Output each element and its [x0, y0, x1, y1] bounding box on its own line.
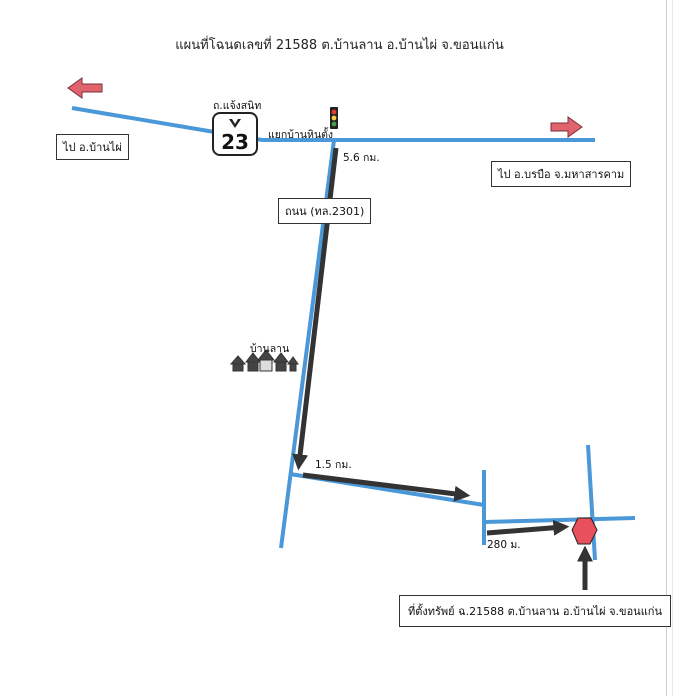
to-ban-phai-label: ไป อ.บ้านไผ่ — [56, 134, 129, 160]
highway-shield-icon: 23 — [212, 112, 258, 156]
direction-arrow-right — [550, 116, 583, 138]
emblem-icon — [229, 119, 241, 128]
junction-label: แยกบ้านหินตั้ง — [268, 129, 334, 141]
traffic-light-icon — [330, 107, 338, 129]
to-mahasarakham-label: ไป อ.บรบือ จ.มหาสารคาม — [491, 161, 632, 187]
distance-5-6-label: 5.6 กม. — [343, 152, 380, 164]
highway-number: 23 — [221, 130, 249, 154]
direction-arrow-left — [67, 77, 103, 99]
crossroad-b — [586, 444, 597, 561]
page-edge-line — [666, 0, 667, 696]
road-2301-label: ถนน (ทล.2301) — [278, 198, 372, 224]
route-arrow-2301 — [292, 147, 339, 471]
distance-280-label: 280 ม. — [487, 539, 521, 551]
village-houses-icon — [229, 349, 299, 372]
lane-to-property — [483, 516, 636, 524]
village-label: บ้านลาน — [250, 343, 290, 355]
page-edge-line-secondary — [672, 0, 673, 696]
road-name-label: ถ.แจ้งสนิท — [213, 100, 262, 112]
route-arrow-branch — [302, 472, 471, 502]
distance-1-5-label: 1.5 กม. — [315, 459, 352, 471]
property-location-label: ที่ตั้งทรัพย์ ฉ.21588 ต.บ้านลาน อ.บ้านไผ… — [399, 595, 671, 627]
map-title: แผนที่โฉนดเลขที่ 21588 ต.บ้านลาน อ.บ้านไ… — [175, 38, 504, 53]
route-arrow-lane — [486, 519, 570, 536]
property-marker-icon — [571, 517, 598, 545]
